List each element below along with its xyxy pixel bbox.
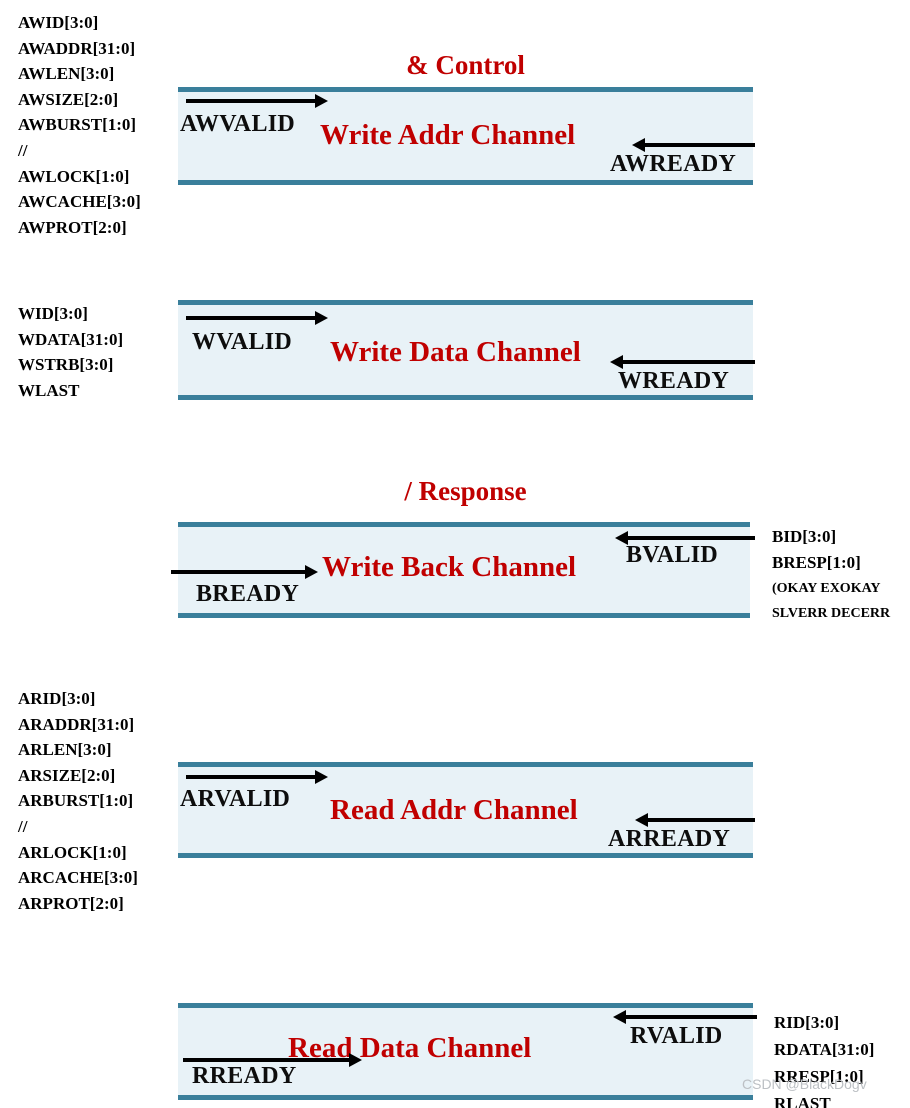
- read-data-signal-list: RID[3:0] RDATA[31:0] RRESP[1:0] RLAST: [774, 1009, 874, 1108]
- signal-label: AWLEN[3:0]: [18, 64, 115, 84]
- rvalid-arrow-icon: [613, 1010, 757, 1024]
- watermark: CSDN @BlackDogv: [742, 1076, 867, 1092]
- signal-label: ARBURST[1:0]: [18, 791, 134, 811]
- signal-label: ARPROT[2:0]: [18, 893, 124, 913]
- awready-label: AWREADY: [610, 151, 737, 177]
- write-back-signal-list: BID[3:0] BRESP[1:0] (OKAY EXOKAY SLVERR …: [772, 524, 890, 626]
- bvalid-label: BVALID: [626, 542, 719, 568]
- signal-label: RID[3:0]: [774, 1013, 840, 1032]
- bvalid-arrow-icon: [615, 531, 755, 545]
- wready-label: WREADY: [618, 368, 730, 394]
- signal-label: WDATA[31:0]: [18, 329, 124, 349]
- wvalid-label: WVALID: [192, 329, 293, 355]
- signal-label: //: [18, 140, 28, 160]
- signal-label: WSTRB[3:0]: [18, 355, 114, 375]
- awready-arrow-icon: [632, 138, 755, 152]
- arvalid-label: ARVALID: [180, 786, 291, 812]
- read-addr-channel-name: Read Addr Channel: [330, 794, 578, 826]
- bready-label: BREADY: [196, 581, 300, 607]
- signal-label: ARSIZE[2:0]: [18, 765, 116, 785]
- signal-label: AWSIZE[2:0]: [18, 89, 119, 109]
- write-addr-channel-name: Write Addr Channel: [320, 119, 576, 151]
- rready-arrow-icon: [183, 1053, 362, 1067]
- arready-label: ARREADY: [608, 826, 731, 852]
- signal-label: ARLOCK[1:0]: [18, 842, 127, 862]
- write-addr-heading: & Control: [406, 50, 525, 80]
- signal-label: AWADDR[31:0]: [18, 38, 136, 58]
- signal-label: WLAST: [18, 380, 80, 400]
- signal-label: AWBURST[1:0]: [18, 115, 137, 135]
- write-data-channel-name: Write Data Channel: [330, 336, 581, 368]
- read-data-channel-band: [178, 1003, 753, 1100]
- wvalid-arrow-icon: [186, 311, 328, 325]
- signal-label: RRESP[1:0]: [774, 1067, 864, 1086]
- write-back-heading: / Response: [404, 476, 527, 506]
- write-addr-signal-list: AWID[3:0] AWADDR[31:0] AWLEN[3:0] AWSIZE…: [18, 10, 141, 240]
- signal-label: BRESP[1:0]: [772, 553, 861, 572]
- signal-label: AWPROT[2:0]: [18, 217, 127, 237]
- signal-label: SLVERR DECERR: [772, 606, 891, 621]
- awvalid-arrow-icon: [186, 94, 328, 108]
- signal-label: (OKAY EXOKAY: [772, 581, 881, 596]
- signal-label: RDATA[31:0]: [774, 1040, 875, 1059]
- awvalid-label: AWVALID: [180, 111, 296, 137]
- rvalid-label: RVALID: [630, 1023, 723, 1049]
- rready-label: RREADY: [192, 1063, 297, 1089]
- arready-arrow-icon: [635, 813, 755, 827]
- write-back-channel-name: Write Back Channel: [322, 551, 577, 583]
- signal-label: AWCACHE[3:0]: [18, 192, 141, 212]
- read-addr-signal-list: ARID[3:0] ARADDR[31:0] ARLEN[3:0] ARSIZE…: [18, 686, 138, 916]
- signal-label: BID[3:0]: [772, 527, 837, 546]
- signal-label: ARID[3:0]: [18, 689, 96, 708]
- signal-label: ARCACHE[3:0]: [18, 868, 138, 888]
- arvalid-arrow-icon: [186, 770, 328, 784]
- signal-label: AWID[3:0]: [18, 13, 99, 32]
- write-data-signal-list: WID[3:0] WDATA[31:0] WSTRB[3:0] WLAST: [18, 301, 123, 403]
- signal-label: //: [18, 816, 28, 836]
- signal-label: WID[3:0]: [18, 304, 88, 323]
- signal-label: ARADDR[31:0]: [18, 714, 135, 734]
- bready-arrow-icon: [171, 565, 318, 579]
- wready-arrow-icon: [610, 355, 755, 369]
- signal-label: ARLEN[3:0]: [18, 740, 112, 760]
- signal-label: RLAST: [774, 1094, 831, 1108]
- write-addr-channel-band: [178, 87, 753, 185]
- signal-label: AWLOCK[1:0]: [18, 166, 130, 186]
